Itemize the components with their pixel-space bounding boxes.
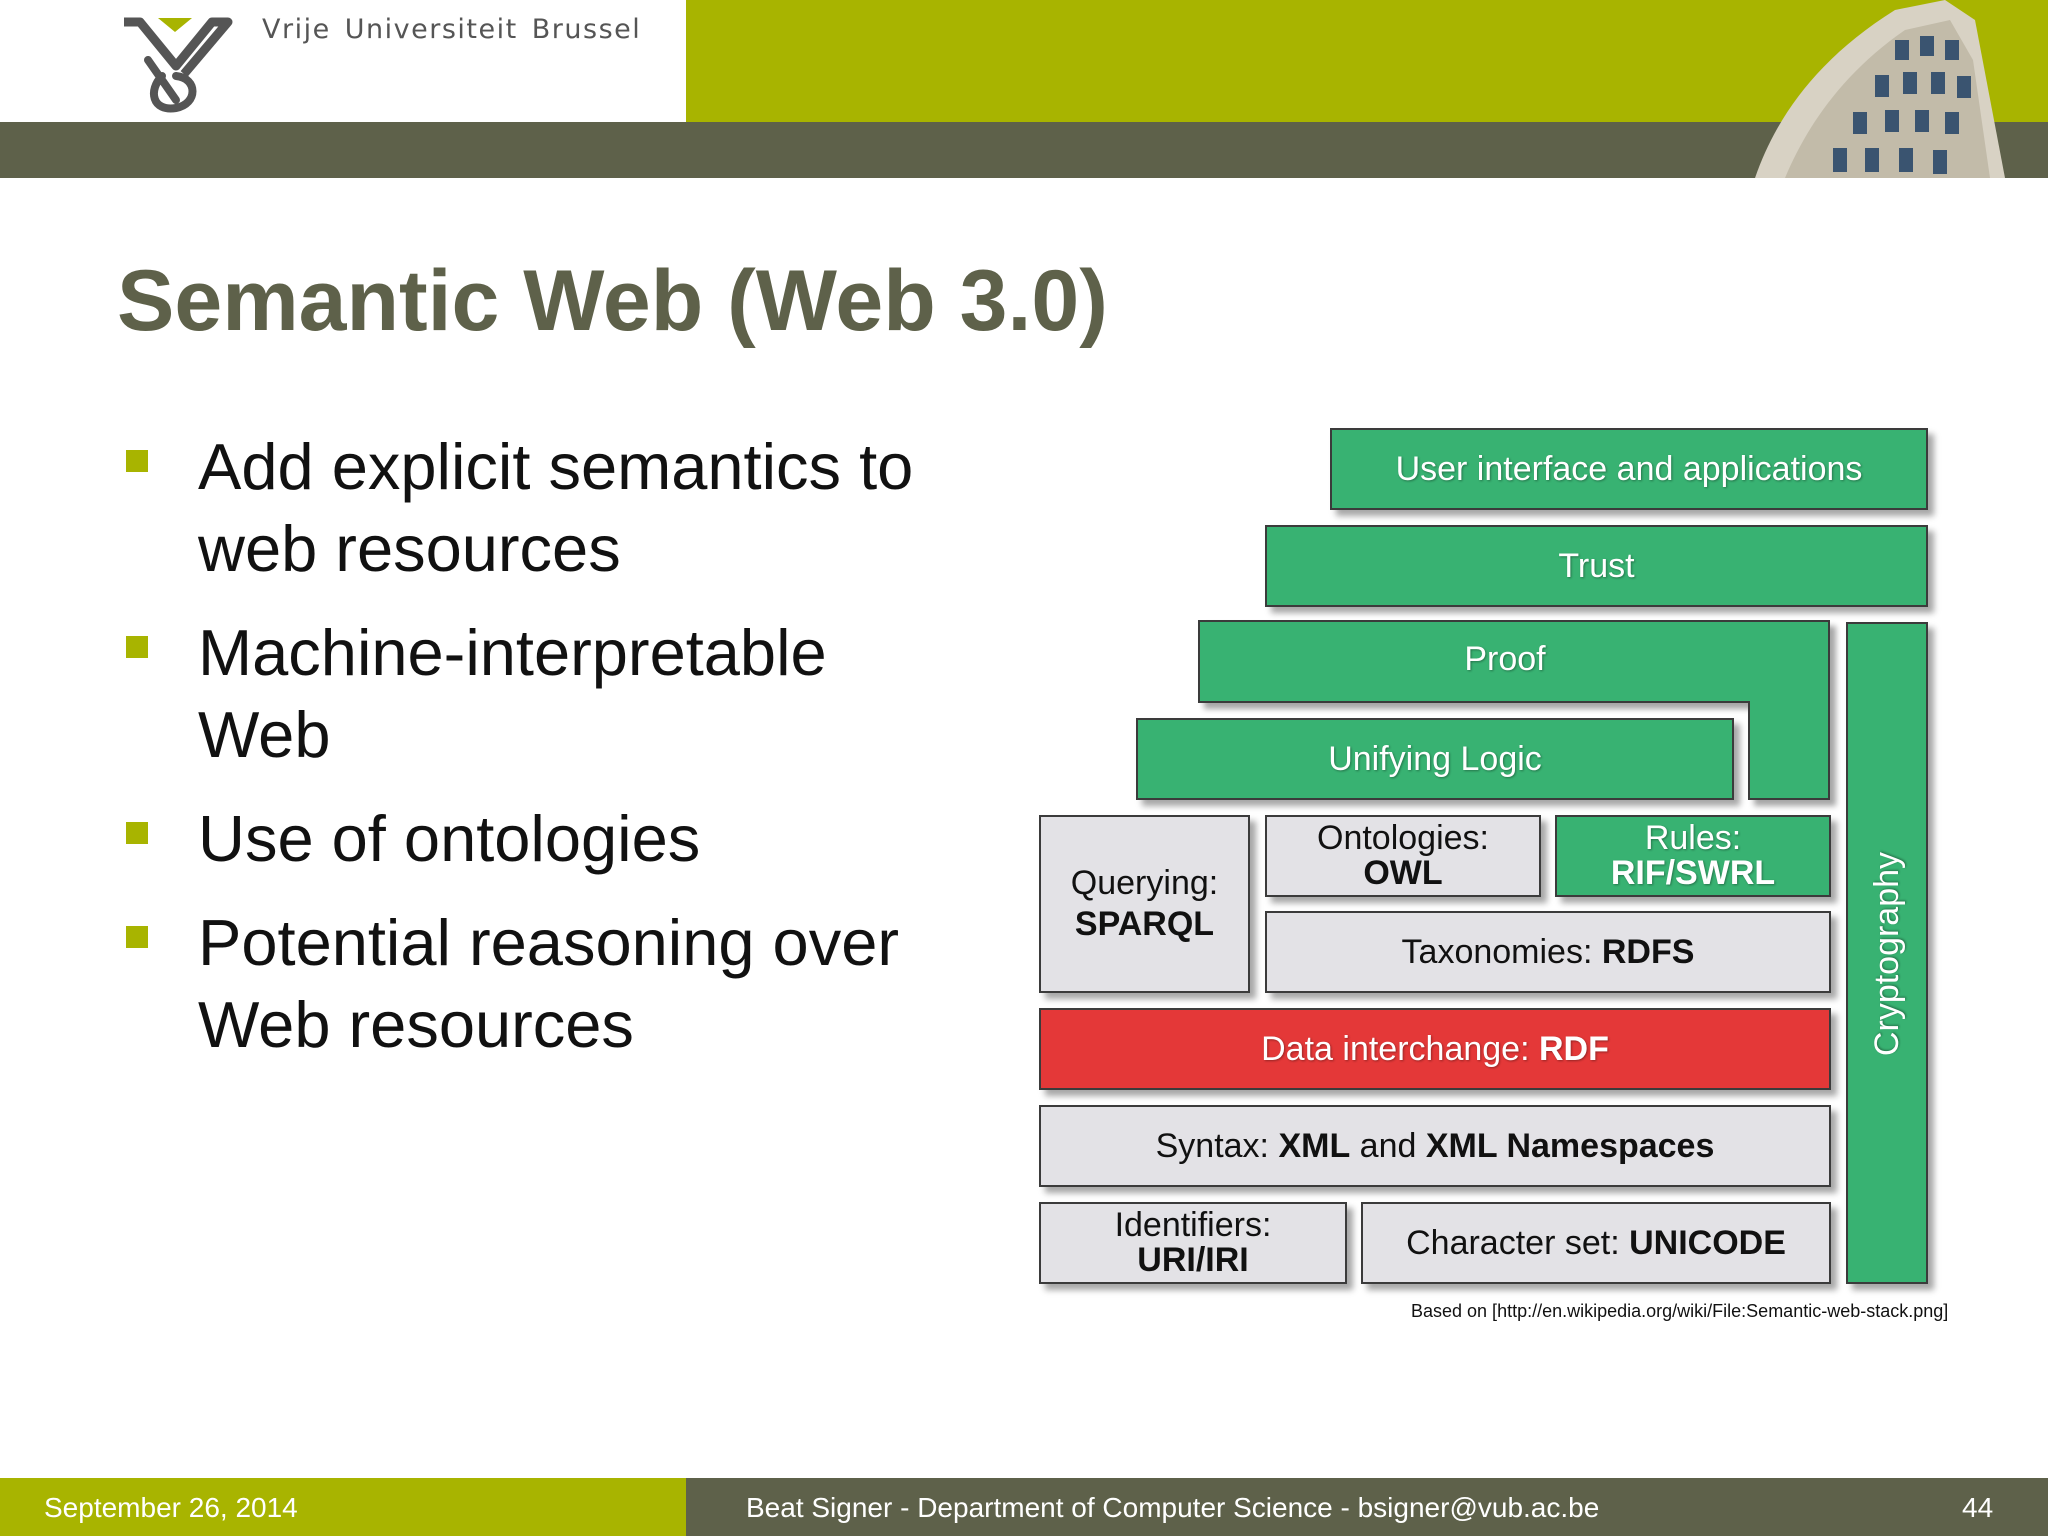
layer-trust: Trust	[1265, 525, 1928, 607]
bullet-square-icon	[126, 926, 148, 948]
image-credit: Based on [http://en.wikipedia.org/wiki/F…	[1411, 1301, 1949, 1321]
layer-proof	[1198, 620, 1830, 800]
page-number: 44	[1962, 1492, 1994, 1523]
bullet-item: Use of ontologies	[126, 798, 966, 880]
layer-proof-label: Proof	[1464, 640, 1546, 678]
layer-value: RIF/SWRL	[1610, 854, 1776, 892]
layer-rules: Rules: RIF/SWRL	[1555, 815, 1831, 897]
layer-label: Character set:	[1406, 1223, 1630, 1262]
university-name: Vrije Universiteit Brussel	[262, 14, 642, 45]
layer-user-interface: User interface and applications	[1330, 428, 1928, 510]
bullet-text: Potential reasoning over Web resources	[198, 906, 900, 1061]
footer-date: September 26, 2014	[44, 1492, 298, 1523]
layer-label: Ontologies:	[1317, 819, 1489, 857]
layer-cryptography	[1846, 622, 1928, 1284]
layer-label: Syntax:	[1155, 1126, 1279, 1165]
layer-label: Unifying Logic	[1328, 739, 1542, 778]
layer-cryptography-label: Cryptography	[1868, 851, 1906, 1057]
layer-value: OWL	[1363, 854, 1443, 892]
layer-label: Data interchange:	[1261, 1029, 1539, 1068]
bullet-text: Use of ontologies	[198, 802, 701, 875]
building-photo	[1755, 0, 2005, 178]
bullet-list: Add explicit semantics to web resources …	[126, 426, 966, 1088]
bullet-square-icon	[126, 636, 148, 658]
bullet-item: Machine-interpretable Web	[126, 612, 966, 776]
bullet-item: Add explicit semantics to web resources	[126, 426, 966, 590]
layer-value: XML	[1278, 1126, 1351, 1165]
slide-title: Semantic Web (Web 3.0)	[117, 253, 1108, 349]
layer-label: Rules:	[1644, 819, 1742, 857]
layer-taxonomies: Taxonomies: RDFS	[1265, 911, 1831, 993]
layer-character-set: Character set: UNICODE	[1361, 1202, 1831, 1284]
layer-identifiers: Identifiers: URI/IRI	[1039, 1202, 1347, 1284]
header-logo-area	[0, 0, 686, 122]
footer-left-bar	[0, 1478, 686, 1536]
layer-label: and	[1350, 1126, 1426, 1165]
layer-unifying-logic: Unifying Logic	[1136, 718, 1734, 800]
header-band	[0, 122, 2048, 178]
layer-value: SPARQL	[1074, 905, 1215, 943]
layer-data-interchange: Data interchange: RDF	[1039, 1008, 1831, 1090]
footer-author: Beat Signer - Department of Computer Sci…	[746, 1492, 1600, 1523]
layer-label: Querying:	[1070, 864, 1219, 902]
layer-value: URI/IRI	[1137, 1241, 1249, 1279]
bullet-square-icon	[126, 450, 148, 472]
bullet-text: Machine-interpretable Web	[198, 616, 827, 771]
layer-syntax: Syntax: XML and XML Namespaces	[1039, 1105, 1831, 1187]
layer-value: UNICODE	[1629, 1223, 1786, 1262]
layer-querying: Querying: SPARQL	[1039, 815, 1250, 993]
bullet-square-icon	[126, 822, 148, 844]
layer-value: RDF	[1538, 1029, 1609, 1068]
bullet-text: Add explicit semantics to web resources	[198, 430, 914, 585]
layer-label: Trust	[1558, 546, 1635, 585]
layer-value: RDFS	[1601, 932, 1695, 971]
layer-ontologies: Ontologies: OWL	[1265, 815, 1541, 897]
layer-value: XML Namespaces	[1425, 1126, 1715, 1165]
vub-logo	[124, 17, 233, 113]
bullet-item: Potential reasoning over Web resources	[126, 902, 966, 1066]
footer-right-bar	[686, 1478, 2048, 1536]
layer-label: User interface and applications	[1395, 449, 1863, 488]
layer-label: Identifiers:	[1114, 1206, 1272, 1244]
layer-label: Taxonomies:	[1401, 932, 1602, 971]
